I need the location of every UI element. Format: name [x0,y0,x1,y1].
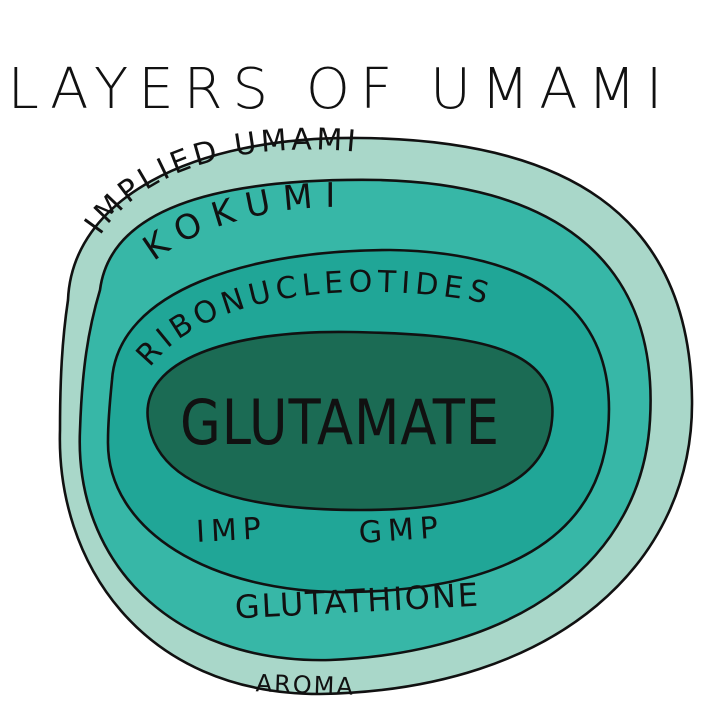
diagram-title: LAYERS OF UMAMI [8,57,673,122]
layer-glutamate [146,330,554,512]
ribonucleotide-item-gmp: GMP [358,510,445,551]
layer-label-glutamate: GLUTAMATE [180,386,500,459]
implied-umami-item-aroma: AROMA [255,669,355,700]
ribonucleotide-item-imp: IMP [195,511,268,550]
